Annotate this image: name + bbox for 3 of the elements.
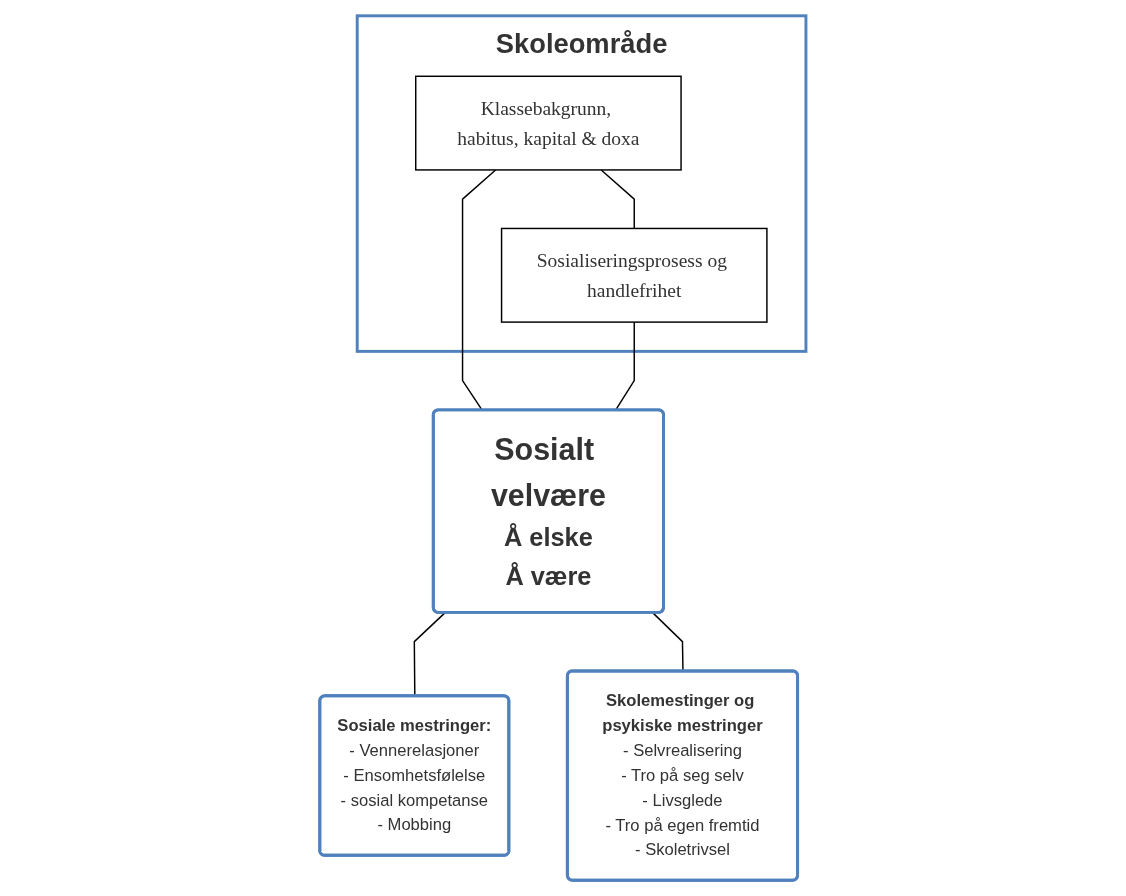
node-box: Klassebakgrunn, habitus, kapital & doxa xyxy=(415,75,682,171)
connector xyxy=(600,169,636,230)
node-box: Sosialiseringsprosess og handlefrihet xyxy=(500,227,768,323)
